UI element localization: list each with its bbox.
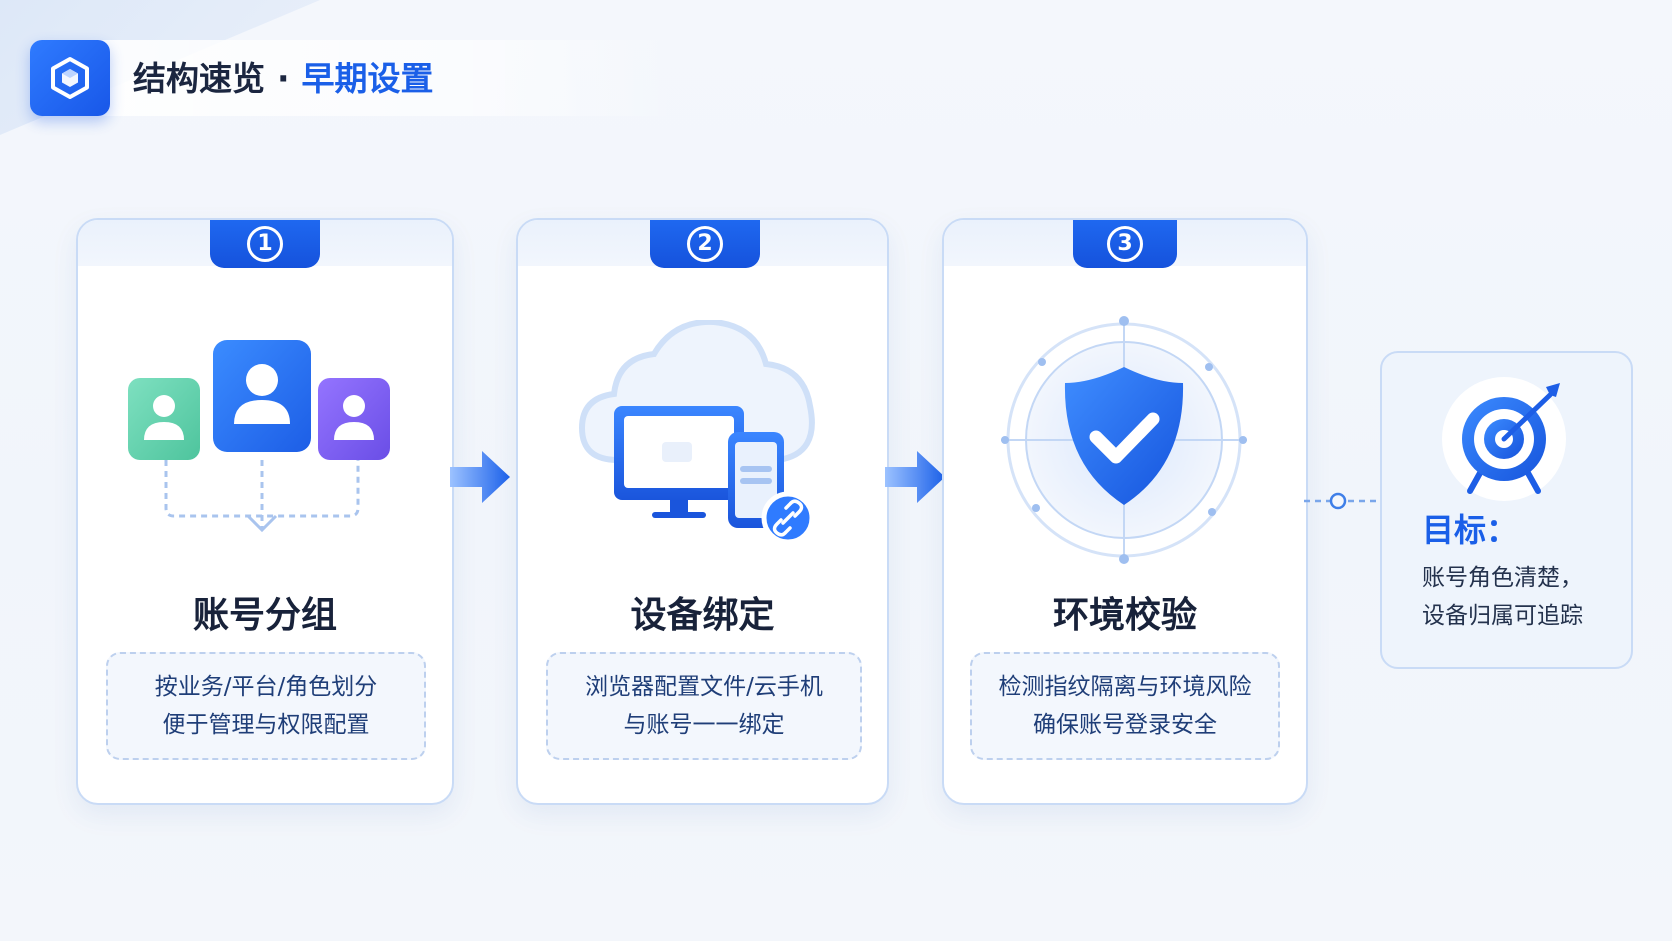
step-description: 按业务/平台/角色划分 便于管理与权限配置 (106, 652, 426, 760)
cloud-device-icon (578, 320, 815, 545)
step-title: 环境校验 (1052, 595, 1197, 636)
title-subtitle: 早期设置 (301, 59, 434, 98)
step-description: 检测指纹隔离与环境风险 确保账号登录安全 (970, 652, 1280, 760)
connector-line (1304, 492, 1380, 510)
step-title: 账号分组 (192, 595, 337, 636)
arrow-right-icon (885, 451, 945, 503)
goal-line-1: 账号角色清楚， (1422, 565, 1583, 591)
step-badge-3: 3 (1073, 220, 1177, 268)
step-title: 设备绑定 (630, 595, 775, 636)
desc-line-2: 便于管理与权限配置 (162, 712, 370, 738)
desc-line-1: 检测指纹隔离与环境风险 (998, 674, 1252, 700)
goal-card: 目标： 账号角色清楚， 设备归属可追踪 (1380, 351, 1633, 669)
cube-icon (51, 57, 89, 99)
step-card-2: 2 设备绑定 浏览器配置文件/云手机 与账号一一绑定 (516, 218, 889, 805)
title-separator: · (277, 59, 290, 98)
step-number: 1 (247, 226, 283, 262)
page-title: 结构速览 · 早期设置 (133, 56, 434, 102)
step-badge-2: 2 (650, 220, 760, 268)
step-badge-1: 1 (210, 220, 320, 268)
shield-check-icon (1001, 316, 1247, 564)
desc-line-2: 确保账号登录安全 (1033, 712, 1217, 738)
title-main: 结构速览 (133, 59, 265, 98)
step-number: 3 (1107, 226, 1143, 262)
arrow-right-icon (450, 451, 510, 503)
desc-line-2: 与账号一一绑定 (623, 712, 785, 738)
desc-line-1: 浏览器配置文件/云手机 (585, 674, 823, 700)
header-band (40, 40, 680, 116)
goal-title: 目标： (1422, 511, 1519, 549)
user-group-icon (128, 340, 390, 533)
target-icon (1442, 377, 1566, 501)
step-description: 浏览器配置文件/云手机 与账号一一绑定 (546, 652, 862, 760)
desc-line-1: 按业务/平台/角色划分 (154, 674, 378, 700)
step-number: 2 (687, 226, 723, 262)
step-card-3: 3 环境校验 检测指纹隔离与环境风险 确保账号登录安全 (942, 218, 1308, 805)
step-card-1: 1 账号分组 按业务/平台/角色划分 便于管理与权限配置 (76, 218, 454, 805)
logo (30, 40, 110, 116)
goal-line-2: 设备归属可追踪 (1422, 603, 1583, 629)
